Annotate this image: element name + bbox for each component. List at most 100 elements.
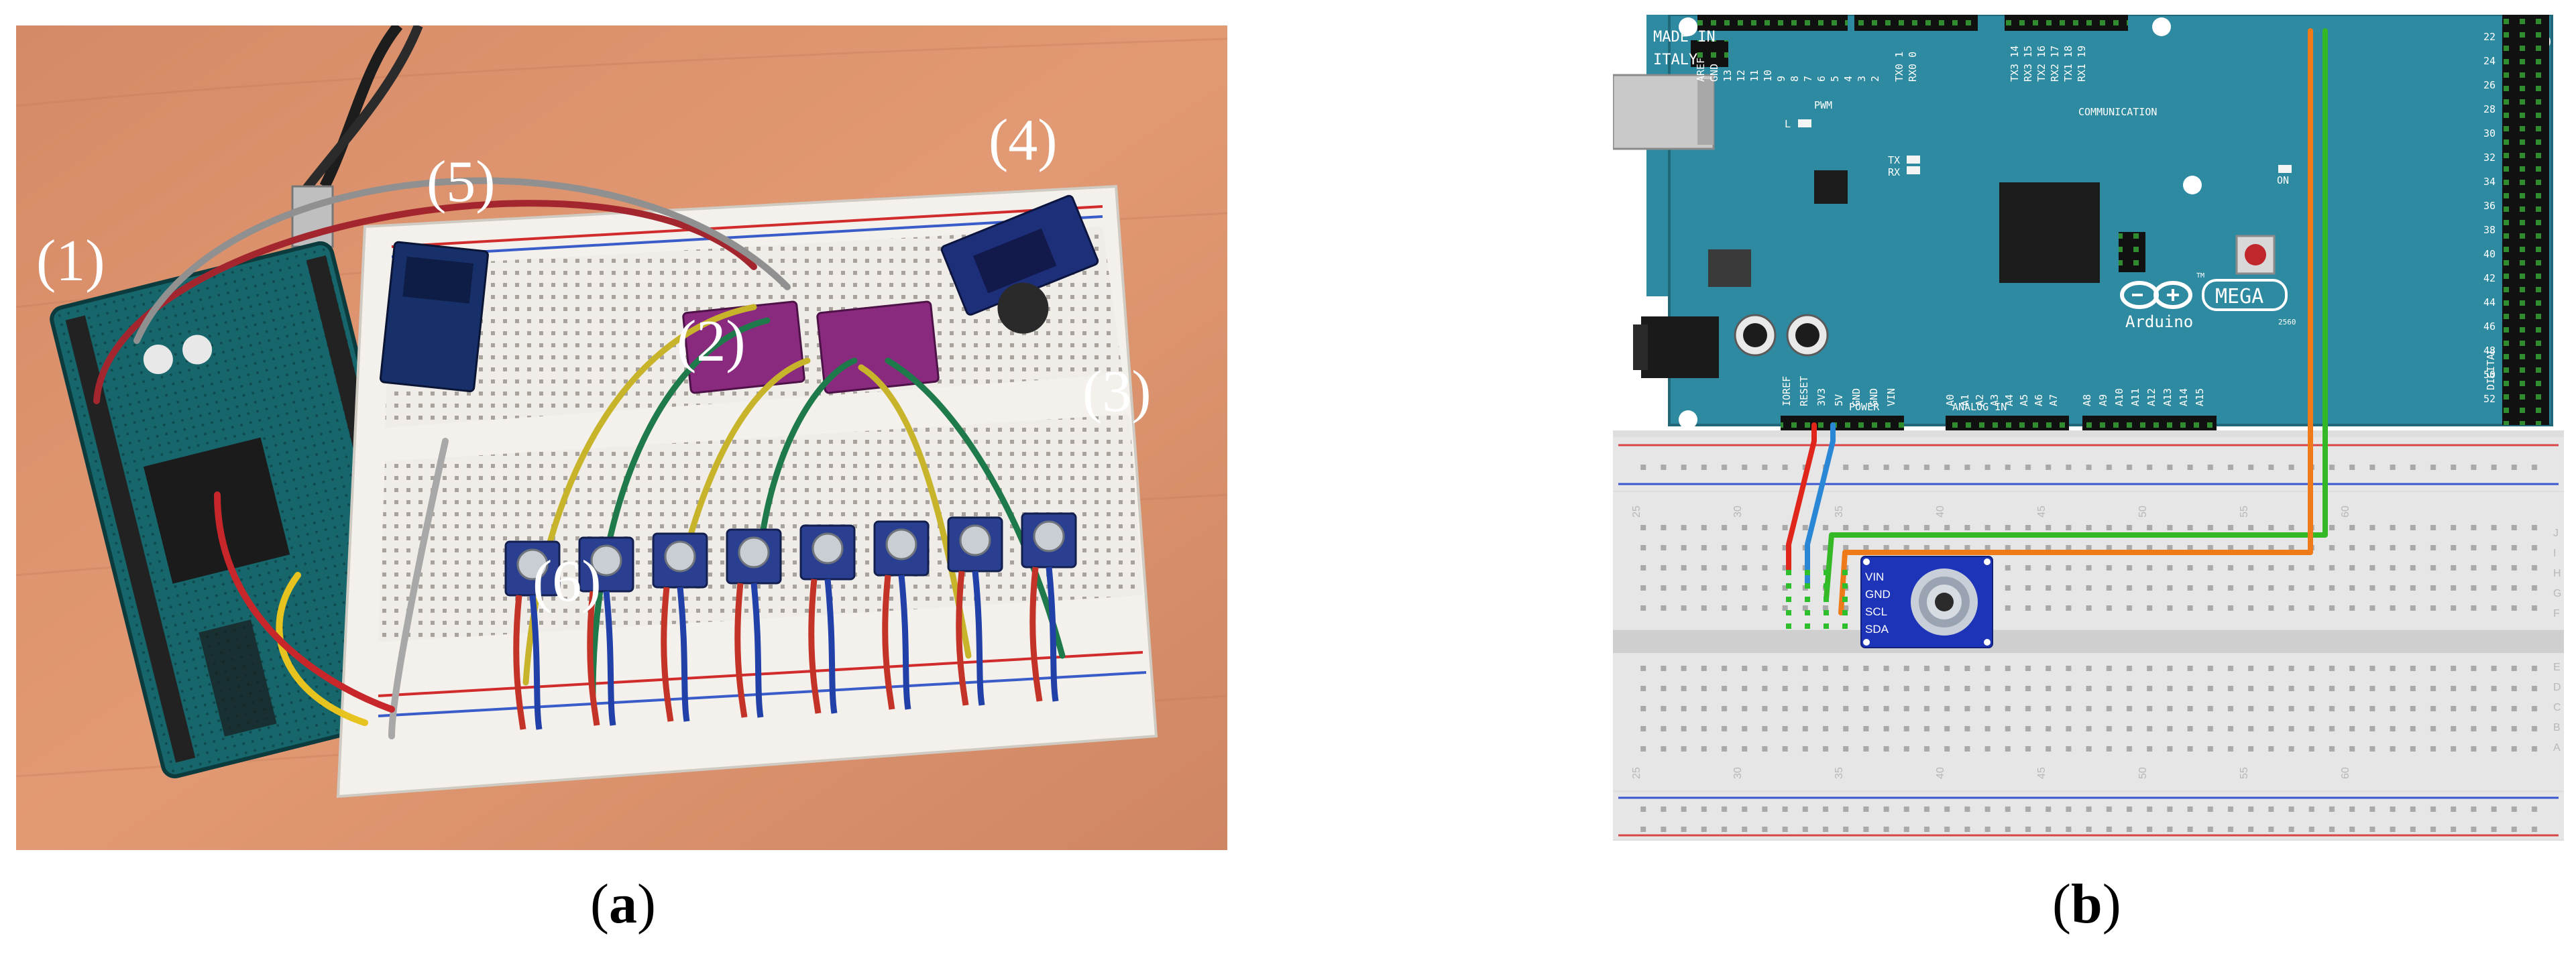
digital-label: DIGITAL — [2485, 348, 2497, 390]
right-pin-label-outer: 51 — [2555, 381, 2564, 393]
photo-panel: (1) (2) (3) (4) (5) (6) — [16, 25, 1227, 850]
analog-pin-label: A9 — [2097, 394, 2109, 406]
mlx-sensor-module: VIN GND SCL SDA — [1860, 556, 1993, 648]
green-dot — [1805, 597, 1810, 602]
analog-pin-label: A4 — [2003, 394, 2015, 406]
right-pin-labels: 2224262830323436384042444648505223252729… — [2483, 31, 2564, 417]
usb-cable-2 — [294, 25, 423, 203]
analog-header-2 — [2082, 416, 2217, 430]
column-number: 30 — [1732, 505, 1744, 518]
module-pin-gnd: GND — [1865, 588, 1891, 601]
right-pin-label: 38 — [2483, 224, 2496, 236]
l-label: L — [1785, 118, 1791, 130]
top-pin-label: RX0 0 — [1907, 52, 1919, 82]
top-pin-label: 11 — [1748, 70, 1760, 82]
top-pin-label: 6 — [1815, 76, 1828, 82]
top-pin-label: TX1 18 — [2062, 46, 2074, 82]
green-dot — [1786, 623, 1791, 629]
wire-vin-red — [1786, 422, 1817, 575]
analog-pin-label: A14 — [2178, 388, 2190, 406]
green-dot — [1786, 570, 1791, 575]
column-number: 60 — [2340, 505, 2351, 518]
microcontroller-chip — [1999, 182, 2100, 283]
communication-label: COMMUNICATION — [2078, 106, 2157, 118]
column-number: 35 — [1834, 505, 1845, 518]
right-pin-label-outer: 45 — [2555, 308, 2564, 320]
right-pin-label-outer: 25 — [2555, 67, 2564, 79]
right-pin-label-outer: 29 — [2555, 115, 2564, 127]
power-pin-label: RESET — [1798, 376, 1810, 406]
temp-sensor — [652, 532, 708, 722]
top-pin-label: 7 — [1802, 76, 1814, 82]
right-pin-label: 52 — [2483, 393, 2496, 405]
green-dot — [1842, 597, 1848, 602]
right-pin-label: 22 — [2483, 31, 2496, 43]
green-dot — [1786, 583, 1791, 589]
right-pin-label: 32 — [2483, 152, 2496, 164]
temp-sensor — [947, 516, 1003, 706]
row-letter: C — [2553, 702, 2561, 713]
right-pin-label-outer: 49 — [2555, 357, 2564, 369]
tx-label: TX — [1888, 154, 1900, 166]
analog-pin-label: A5 — [2018, 394, 2030, 406]
right-pin-label: 50 — [2483, 369, 2496, 381]
temp-sensor — [578, 536, 634, 726]
row-letter: I — [2553, 548, 2556, 559]
model-text: 2560 — [2278, 318, 2296, 326]
mount-hole-2 — [2152, 17, 2171, 36]
analog-header-1 — [1946, 416, 2069, 430]
module-pin-vin: VIN — [1865, 571, 1884, 583]
mount-hole-4 — [1679, 410, 1697, 429]
right-pin-label: 42 — [2483, 272, 2496, 284]
green-dot — [1824, 597, 1829, 602]
label-3: (3) — [1082, 359, 1152, 424]
right-pin-label-outer: 47 — [2555, 333, 2564, 345]
column-number: 45 — [2036, 505, 2048, 518]
top-pin-label: 9 — [1775, 76, 1787, 82]
mount-hole-1 — [1679, 17, 1697, 36]
analog-pin-label: A8 — [2081, 394, 2093, 406]
led-on — [2278, 165, 2292, 173]
mount-hole-3 — [2183, 176, 2202, 194]
analog-in-label: ANALOG IN — [1952, 401, 2007, 413]
green-dot — [1842, 570, 1848, 575]
top-pin-label: TX3 14 — [2009, 46, 2021, 82]
top-pin-label: 3 — [1856, 76, 1868, 82]
column-number: 50 — [2137, 505, 2149, 518]
green-dot — [1805, 583, 1810, 589]
analog-pin-label: A2 — [1974, 394, 1986, 406]
top-header-3 — [2005, 15, 2128, 31]
tm-mark: TM — [2196, 272, 2204, 280]
icsp-header-2 — [2119, 232, 2145, 272]
column-number: 25 — [1631, 505, 1642, 518]
aref-label: AREF — [1695, 58, 1707, 82]
right-pin-label-outer: 23 — [2555, 43, 2564, 55]
green-dot — [1842, 623, 1848, 629]
gnd-label: GND — [1708, 64, 1720, 82]
analog-pin-label: A0 — [1944, 394, 1956, 406]
right-pin-label: 36 — [2483, 200, 2496, 212]
right-pin-label-outer: 53 — [2555, 405, 2564, 417]
connection-dots — [1786, 570, 1848, 629]
green-dot — [1824, 583, 1829, 589]
made-in-text: MADE IN — [1653, 29, 1716, 46]
top-pin-label: 13 — [1722, 70, 1734, 82]
row-letter: B — [2553, 722, 2561, 733]
usb-chip — [1814, 170, 1848, 204]
column-number: 50 — [2137, 767, 2149, 779]
right-pin-label: 48 — [2483, 345, 2496, 357]
top-header-2 — [1854, 15, 1978, 31]
right-pin-label: 28 — [2483, 103, 2496, 115]
label-5: (5) — [427, 150, 496, 215]
icsp-header — [1691, 40, 1728, 67]
analog-pin-label: A3 — [1989, 394, 2001, 406]
temperature-sensors — [504, 512, 1077, 730]
column-number: 25 — [1631, 767, 1642, 779]
right-pin-label: 30 — [2483, 127, 2496, 139]
